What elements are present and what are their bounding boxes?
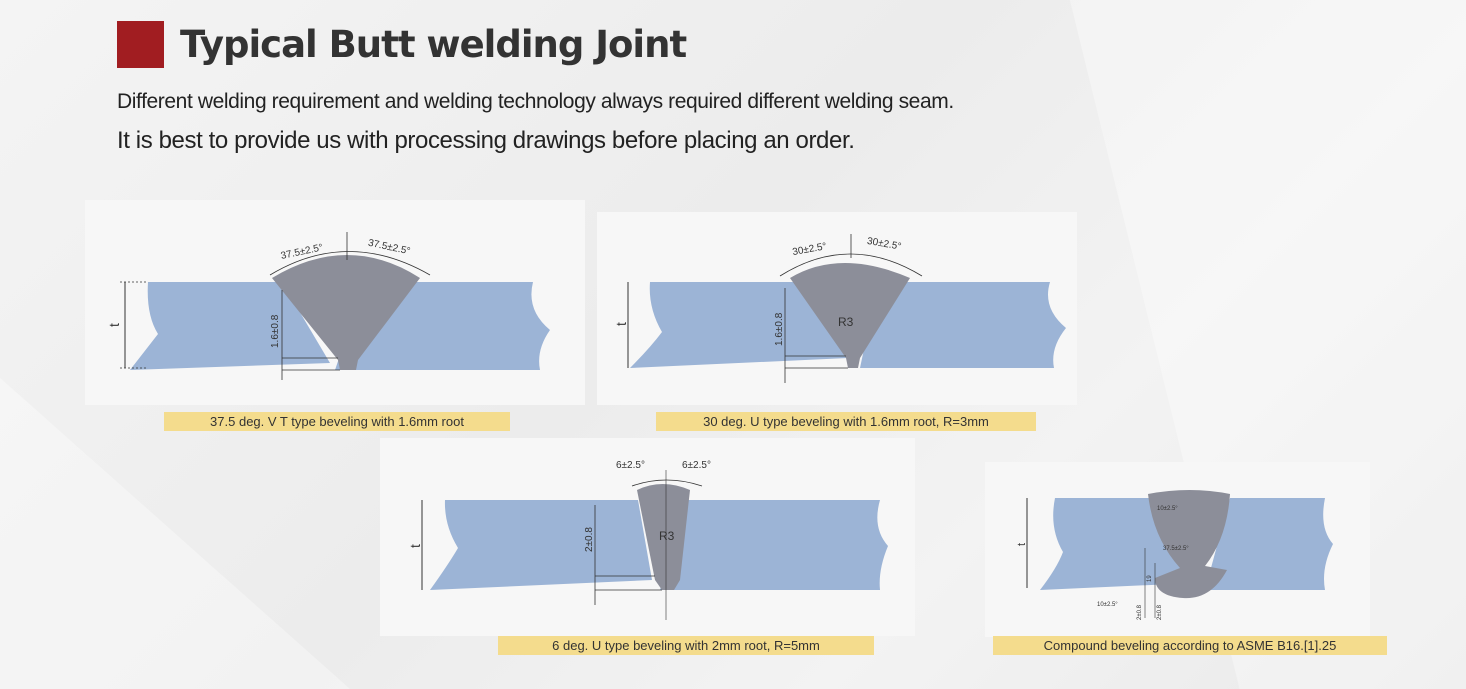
dim-b-label: 2±0.8 — [1137, 604, 1143, 620]
radius-label: R3 — [838, 315, 854, 329]
thickness-label: t — [1016, 543, 1028, 546]
weld-diagram-u-bevel-6: R3 t 2±0.8 6±2.5° 6±2.5° — [407, 460, 888, 620]
caption-u-bevel-6: 6 deg. U type beveling with 2mm root, R=… — [498, 636, 874, 655]
radius-label: R3 — [659, 529, 675, 543]
plate-left — [130, 282, 330, 370]
thickness-label: t — [613, 322, 629, 326]
caption-compound-bevel: Compound beveling according to ASME B16.… — [993, 636, 1387, 655]
page-title: Typical Butt welding Joint — [180, 22, 687, 66]
right-angle-label: 37.5±2.5° — [367, 238, 411, 258]
weld-diagram-compound-bevel: t 10±2.5° 37.5±2.5° 10±2.5° 19 2±0.8 2±0… — [1016, 490, 1333, 620]
root-label: 2±0.8 — [584, 527, 595, 552]
thickness-label: t — [407, 544, 423, 548]
plate-right — [860, 282, 1066, 368]
dim-a-label: 19 — [1147, 575, 1153, 582]
title-accent-square — [117, 20, 164, 68]
plate-right — [1205, 498, 1333, 590]
weld-bead — [790, 263, 910, 368]
weld-diagram-v-bevel: t 1.6±0.8 37.5±2.5° 37.5±2.5° — [106, 232, 550, 380]
plate-right — [660, 500, 888, 590]
angle-bottom-label: 10±2.5° — [1097, 602, 1118, 608]
caption-u-bevel-30: 30 deg. U type beveling with 1.6mm root,… — [656, 412, 1036, 431]
dim-c-label: 2±0.8 — [1157, 604, 1163, 620]
weld-bead — [272, 255, 420, 370]
left-angle-label: 6±2.5° — [616, 460, 645, 471]
angle-top-label: 10±2.5° — [1157, 506, 1178, 512]
weld-diagram-u-bevel-30: R3 t 1.6±0.8 30±2.5° 30±2.5° — [613, 234, 1066, 383]
weld-bead — [637, 484, 690, 590]
weld-bead — [1148, 490, 1230, 599]
root-label: 1.6±0.8 — [270, 314, 281, 348]
angle-mid-label: 37.5±2.5° — [1163, 546, 1189, 552]
plate-left — [430, 500, 652, 590]
plate-left — [630, 282, 848, 368]
thickness-label: t — [106, 323, 122, 327]
right-angle-label: 6±2.5° — [682, 460, 711, 471]
page-header: Typical Butt welding Joint — [117, 20, 687, 68]
root-label: 1.6±0.8 — [774, 312, 785, 346]
left-angle-label: 30±2.5° — [792, 241, 828, 258]
right-angle-label: 30±2.5° — [866, 236, 902, 253]
caption-v-bevel: 37.5 deg. V T type beveling with 1.6mm r… — [164, 412, 510, 431]
subtitle-line-1: Different welding requirement and weldin… — [117, 90, 954, 113]
subtitle-line-2: It is best to provide us with processing… — [117, 127, 855, 154]
